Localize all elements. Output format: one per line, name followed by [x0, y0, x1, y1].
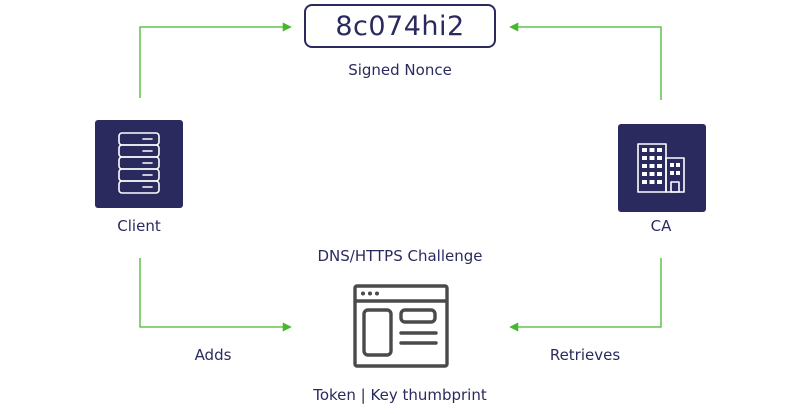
ca-tile — [618, 124, 706, 212]
client-tile — [95, 120, 183, 208]
nonce-value: 8c074hi2 — [335, 10, 465, 42]
building-icon — [634, 140, 690, 196]
ca-label: CA — [650, 217, 672, 235]
arrow-client-to-challenge — [139, 258, 292, 332]
client-label: Client — [117, 217, 161, 235]
arrow-ca-to-challenge — [509, 258, 662, 332]
arrow-client-to-nonce — [139, 22, 292, 98]
edge-label-adds: Adds — [194, 346, 232, 364]
server-icon — [116, 131, 162, 197]
challenge-title: DNS/HTTPS Challenge — [317, 247, 483, 265]
browser-window-icon — [353, 284, 449, 372]
nonce-caption: Signed Nonce — [348, 61, 452, 79]
challenge-caption: Token | Key thumbprint — [313, 386, 487, 404]
edge-label-retrieves: Retrieves — [549, 346, 621, 364]
arrow-ca-to-nonce — [509, 22, 662, 100]
nonce-box: 8c074hi2 — [304, 4, 496, 48]
